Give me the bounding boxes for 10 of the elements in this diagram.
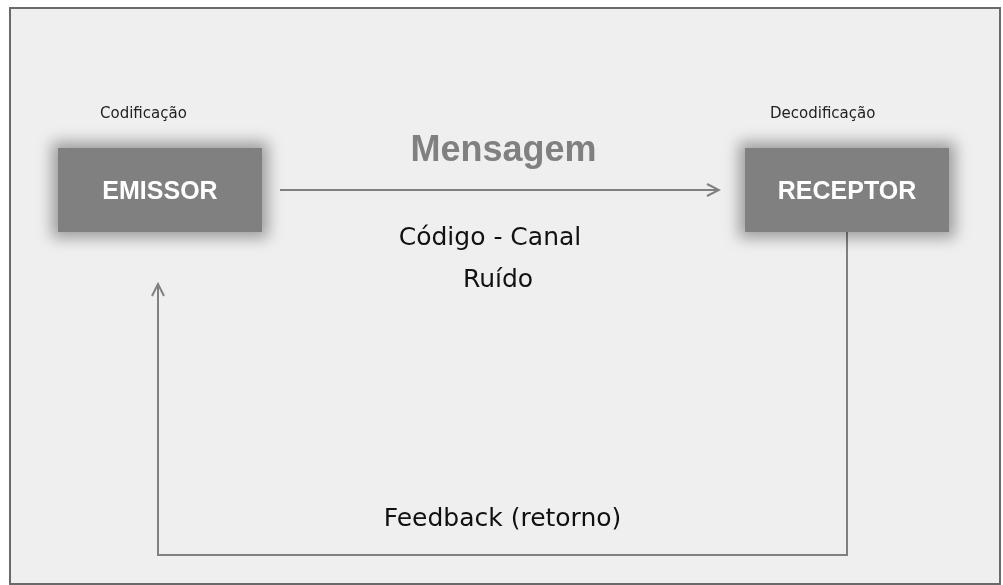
arrow — [279, 183, 720, 197]
arrow — [151, 231, 848, 556]
node-caption: Codificação — [100, 104, 187, 122]
edge-label: Feedback (retorno) — [383, 503, 622, 532]
process-box: EMISSOR — [58, 148, 262, 232]
annotation-text: Ruído — [462, 264, 534, 293]
edge-label: Mensagem — [410, 128, 597, 170]
process-box: RECEPTOR — [745, 148, 949, 232]
node-caption: Decodificação — [770, 104, 876, 122]
annotation-text: Código - Canal — [398, 222, 582, 251]
